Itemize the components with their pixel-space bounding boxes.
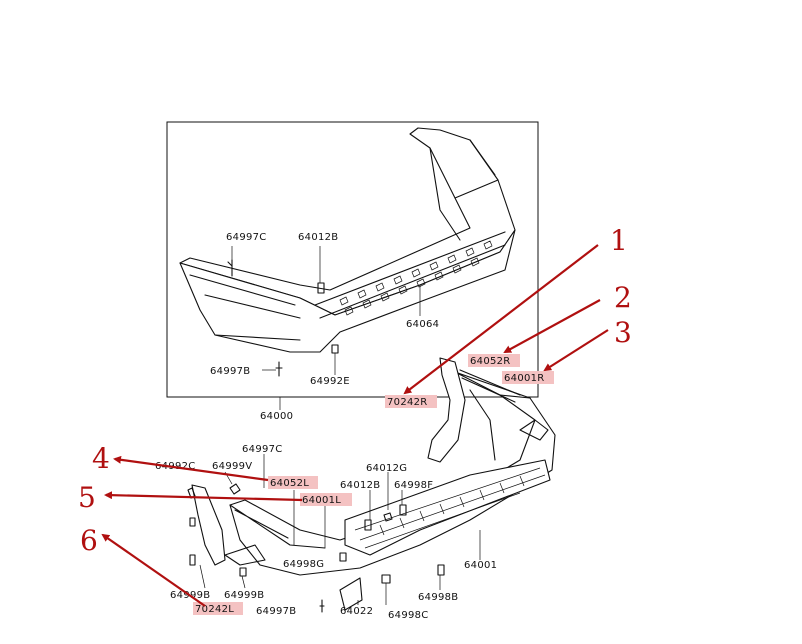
label-64022: 64022 [340, 606, 373, 617]
label-64001l: 64001L [302, 495, 341, 506]
highlight-64052l [268, 476, 318, 489]
label-64052l: 64052L [270, 478, 309, 489]
callout-number-4: 4 [92, 442, 110, 475]
highlight-70242r [385, 395, 437, 408]
callout-arrow-1 [403, 244, 599, 395]
label-64997c-upper: 64997C [226, 232, 267, 243]
label-64998f: 64998F [394, 480, 433, 491]
callout-number-5: 5 [78, 481, 96, 514]
callout-number-3: 3 [614, 316, 632, 349]
label-64997b-upper: 64997B [210, 366, 250, 377]
label-70242l: 70242L [195, 604, 234, 615]
label-64012b-lower: 64012B [340, 480, 380, 491]
callout-number-1: 1 [610, 224, 628, 257]
assembly-inset-box [166, 121, 539, 398]
label-70242r: 70242R [387, 397, 428, 408]
callout-arrow-5 [104, 491, 303, 502]
label-64012b-upper: 64012B [298, 232, 338, 243]
callout-arrow-2 [503, 299, 601, 353]
label-64998g: 64998G [283, 559, 324, 570]
highlight-64001l [300, 493, 352, 506]
highlight-64052r [468, 354, 520, 367]
label-64001: 64001 [464, 560, 497, 571]
label-64997c-lower: 64997C [242, 444, 283, 455]
label-64999v: 64999V [212, 461, 252, 472]
bumper-assembly-drawing [179, 127, 516, 377]
label-64052r: 64052R [470, 356, 511, 367]
label-64064: 64064 [406, 319, 439, 330]
label-64012g: 64012G [366, 463, 407, 474]
label-64999b-right: 64999B [224, 590, 264, 601]
callout-arrow-4 [113, 455, 269, 482]
highlight-64001r [502, 371, 554, 384]
label-64000: 64000 [260, 411, 293, 422]
label-64001r: 64001R [504, 373, 545, 384]
label-64998b: 64998B [418, 592, 458, 603]
bumper-exploded-drawing [187, 357, 556, 613]
callout-number-2: 2 [614, 281, 632, 314]
label-64998c: 64998C [388, 610, 429, 621]
callout-number-6: 6 [80, 524, 98, 557]
callout-arrow-3 [543, 329, 609, 372]
label-64992e: 64992E [310, 376, 350, 387]
callout-arrow-6 [101, 533, 206, 607]
label-64997b-lower: 64997B [256, 606, 296, 617]
